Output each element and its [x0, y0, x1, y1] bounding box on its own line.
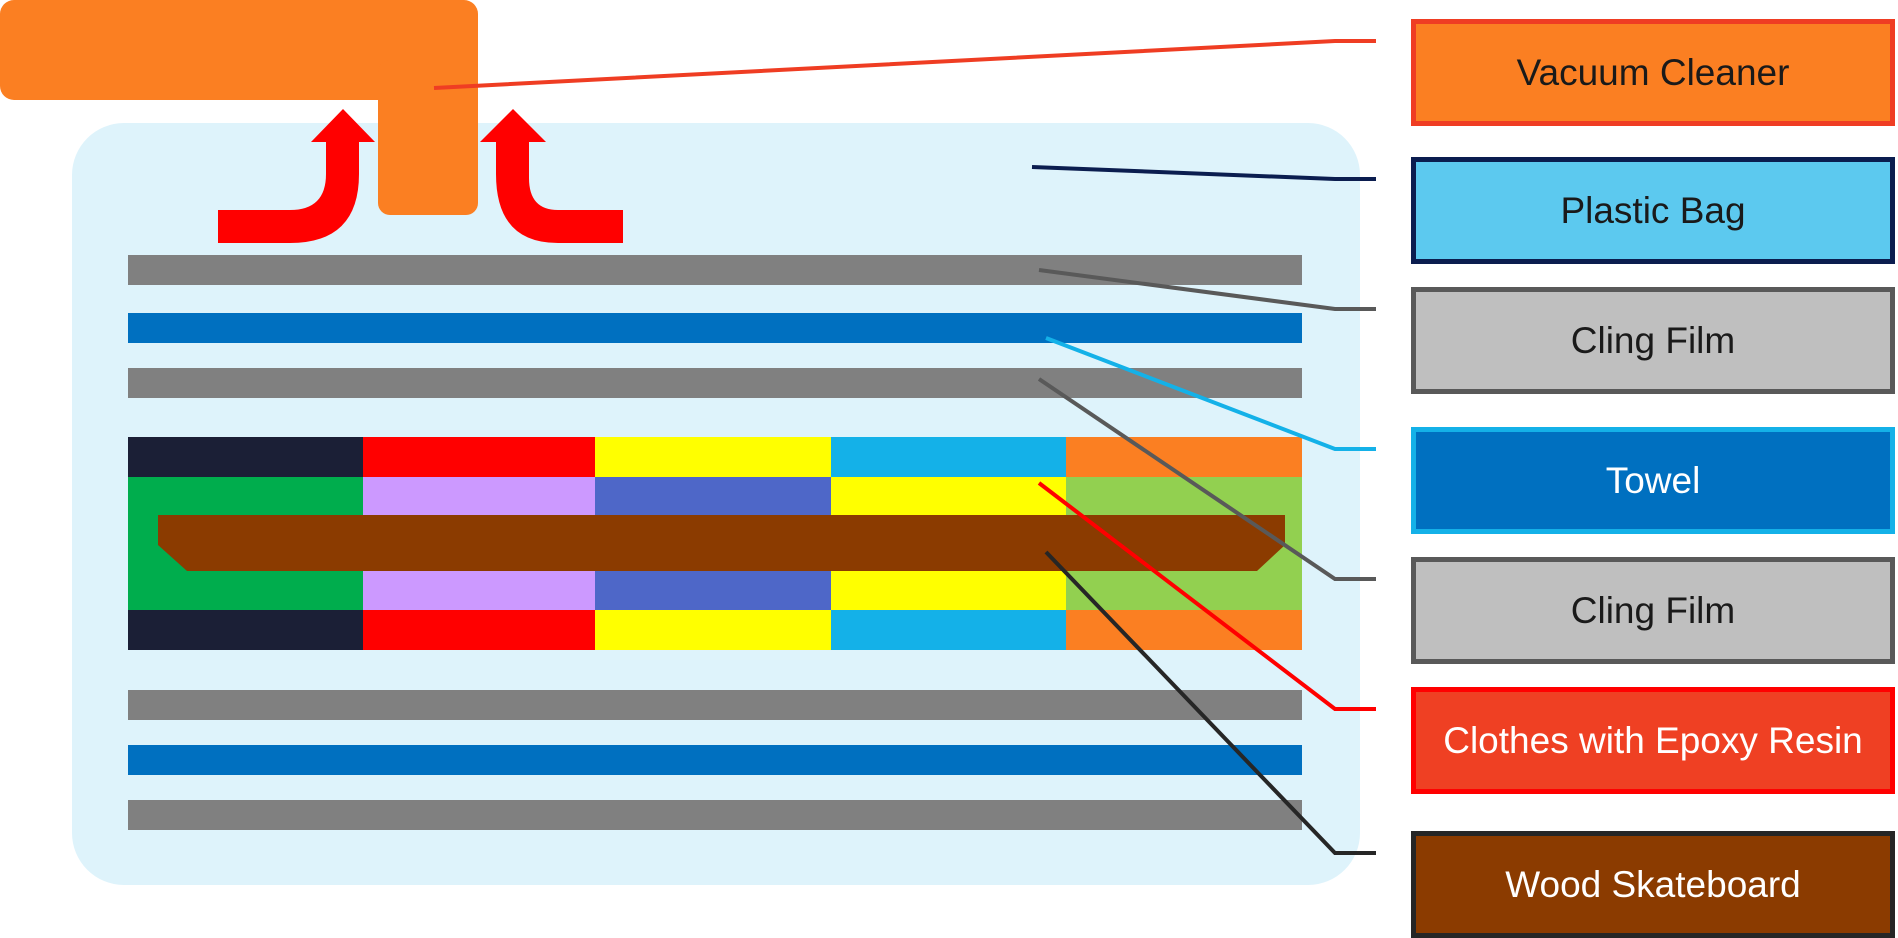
airflow-arrow-left	[218, 109, 375, 243]
legend-wood-skateboard-label: Wood Skateboard	[1505, 863, 1801, 905]
leader-line-towel	[1045, 336, 1376, 451]
leader-line-vacuum-cleaner	[433, 39, 1376, 90]
legend-cling-film-top: Cling Film	[1411, 287, 1895, 394]
clothes-outer-top-1	[128, 437, 363, 477]
legend-clothes-epoxy: Clothes with Epoxy Resin	[1411, 687, 1895, 794]
legend-plastic-bag: Plastic Bag	[1411, 157, 1895, 264]
wood-skateboard	[158, 515, 1285, 571]
legend-towel: Towel	[1411, 427, 1895, 534]
leader-line-cling-film-bottom	[1037, 377, 1376, 581]
clothes-outer-top-3	[595, 437, 831, 477]
leader-line-wood-skateboard	[1044, 550, 1376, 855]
airflow-arrow-right	[480, 109, 623, 243]
leader-line-cling-film-top	[1038, 268, 1376, 311]
clothes-outer-bottom-1	[128, 610, 363, 650]
legend-plastic-bag-label: Plastic Bag	[1560, 189, 1746, 231]
clothes-outer-bottom-3	[595, 610, 831, 650]
legend-towel-label: Towel	[1605, 459, 1701, 501]
clothes-outer-bottom-2	[363, 610, 595, 650]
clothes-outer-top-4	[831, 437, 1066, 477]
legend-cling-film-bottom: Cling Film	[1411, 557, 1895, 664]
clothes-outer-bottom-4	[831, 610, 1066, 650]
legend-cling-film-bottom-label: Cling Film	[1570, 589, 1736, 631]
legend-vacuum-cleaner: Vacuum Cleaner	[1411, 19, 1895, 126]
clothes-outer-top-2	[363, 437, 595, 477]
clothes-outer-bottom-5	[1066, 610, 1302, 650]
leader-line-clothes-epoxy	[1037, 481, 1376, 711]
legend-clothes-epoxy-label: Clothes with Epoxy Resin	[1443, 719, 1863, 761]
towel-bottom	[128, 745, 1302, 775]
towel-top	[128, 313, 1302, 343]
cling-film-bottom-upper	[128, 690, 1302, 720]
vacuum-cleaner	[0, 0, 478, 215]
leader-line-plastic-bag	[1031, 165, 1376, 181]
vacuum-cleaner-body	[0, 0, 478, 100]
legend-wood-skateboard: Wood Skateboard	[1411, 831, 1895, 938]
cling-film-bottom-lower	[128, 800, 1302, 830]
vacuum-cleaner-nozzle	[378, 60, 478, 215]
cling-film-top-lower	[128, 368, 1302, 398]
legend-vacuum-cleaner-label: Vacuum Cleaner	[1516, 51, 1790, 93]
clothes-outer-top-5	[1066, 437, 1302, 477]
legend-cling-film-top-label: Cling Film	[1570, 319, 1736, 361]
